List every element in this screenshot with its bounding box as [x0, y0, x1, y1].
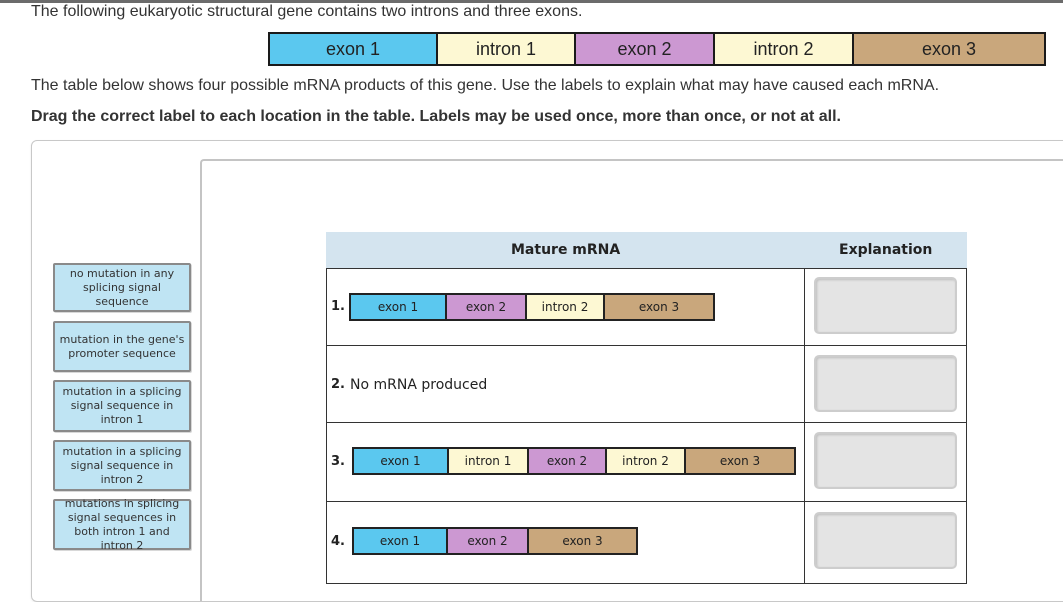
explanation-drop-zone-3[interactable] [814, 432, 957, 489]
gene-exon-3: exon 3 [854, 32, 1046, 66]
gene-intron-1: intron 1 [438, 32, 576, 66]
explanation-drop-zone-4[interactable] [814, 512, 957, 569]
drag-label-intron2-mutation[interactable]: mutation in a splicing signal sequence i… [53, 440, 191, 491]
gene-exon-2: exon 2 [576, 32, 715, 66]
drag-label-promoter-mutation[interactable]: mutation in the gene's promoter sequence [53, 321, 191, 372]
row-number: 4. [331, 534, 345, 549]
row-divider [326, 345, 967, 346]
instruction-text: Drag the correct label to each location … [31, 108, 841, 125]
mrna-segment-intron-2: intron 2 [607, 447, 686, 475]
explanation-drop-zone-1[interactable] [814, 277, 957, 334]
mrna-segment-exon-2: exon 2 [529, 447, 607, 475]
header-explanation: Explanation [839, 242, 933, 258]
mrna-segment-exon-1: exon 1 [352, 447, 449, 475]
table-body [326, 268, 967, 584]
mrna-segment-exon-3: exon 3 [686, 447, 796, 475]
row-number: 1. [331, 299, 345, 314]
top-bar [0, 0, 1063, 3]
mrna-segment-exon-3: exon 3 [605, 293, 715, 321]
header-mature-mrna: Mature mRNA [511, 242, 621, 258]
no-mrna-text: No mRNA produced [350, 377, 488, 393]
mrna-segment-exon-1: exon 1 [349, 293, 447, 321]
intro-text: The following eukaryotic structural gene… [31, 3, 583, 20]
row-number: 2. [331, 377, 345, 392]
mrna-segment-exon-2: exon 2 [448, 527, 529, 555]
row-divider [326, 501, 967, 502]
drag-label-no-mutation[interactable]: no mutation in any splicing signal seque… [53, 263, 191, 312]
gene-intron-2: intron 2 [715, 32, 854, 66]
mrna-segment-exon-2: exon 2 [447, 293, 527, 321]
explanation-drop-zone-2[interactable] [814, 355, 957, 412]
mrna-segment-intron-2: intron 2 [527, 293, 605, 321]
mrna-segment-intron-1: intron 1 [449, 447, 529, 475]
drag-label-both-introns-mutation[interactable]: mutations in splicing signal sequences i… [53, 497, 191, 552]
column-divider [804, 268, 805, 584]
table-header [326, 232, 967, 268]
mrna-segment-exon-3: exon 3 [529, 527, 638, 555]
row-number: 3. [331, 454, 345, 469]
gene-exon-1: exon 1 [268, 32, 438, 66]
row-divider [326, 422, 967, 423]
drag-label-intron1-mutation[interactable]: mutation in a splicing signal sequence i… [53, 380, 191, 432]
description-text: The table below shows four possible mRNA… [31, 77, 940, 94]
table-area [200, 159, 1063, 601]
mrna-segment-exon-1: exon 1 [352, 527, 448, 555]
